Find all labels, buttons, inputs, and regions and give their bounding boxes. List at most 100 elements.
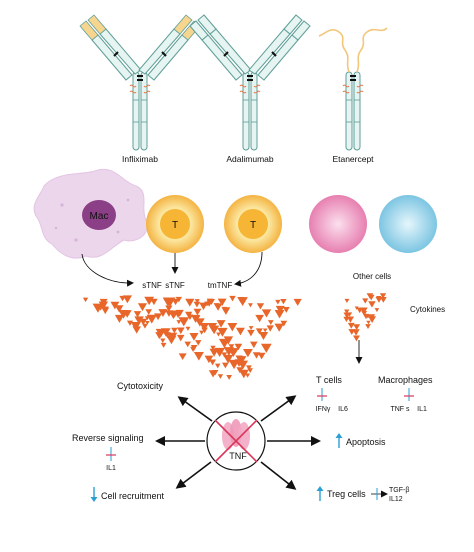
cytokine-triangle xyxy=(82,297,89,303)
cytokine-triangle xyxy=(167,332,178,342)
cytokine-triangle xyxy=(365,324,371,329)
cytokine-triangle xyxy=(178,353,187,361)
cytokine-triangle xyxy=(193,352,204,361)
antibody-heavy-chain xyxy=(345,71,353,151)
cytokine-triangle xyxy=(213,303,223,311)
cytokine-triangle xyxy=(262,328,268,333)
cytokine-triangle xyxy=(134,316,144,325)
tnf-center-label: TNF xyxy=(229,451,247,461)
etanercept-fusion-protein xyxy=(318,27,388,151)
cytokine-triangle xyxy=(258,332,269,340)
antibody-heavy-chain xyxy=(250,71,258,151)
cytokine-triangle xyxy=(362,298,369,304)
cytokine-triangle xyxy=(218,338,230,349)
cytokine-triangle xyxy=(210,345,216,351)
other-cytokine-cluster xyxy=(343,293,387,342)
cytokine-triangle xyxy=(280,298,287,305)
cytokine-triangle xyxy=(217,327,228,337)
cytokine-triangle xyxy=(246,365,252,371)
cytokine-triangle xyxy=(238,369,249,379)
cytokine-triangle xyxy=(248,303,253,308)
cytokine-triangle xyxy=(189,332,199,341)
apoptosis-label: Apoptosis xyxy=(346,437,386,447)
t-cells-label: T cells xyxy=(316,375,342,385)
cytokine-triangle xyxy=(142,323,148,329)
cytokine-triangle xyxy=(130,322,141,331)
cytokine-triangle xyxy=(209,359,217,366)
cytokine-triangle xyxy=(233,348,239,354)
cytokine-triangle xyxy=(354,306,359,310)
treg-up-arrow-icon xyxy=(316,486,324,501)
antibody-heavy-chain xyxy=(140,71,148,151)
antibody-heavy-chain xyxy=(242,71,250,151)
cytokine-triangle xyxy=(250,341,258,349)
cytokine-triangle xyxy=(221,362,229,369)
t-cell-2-label: T xyxy=(250,220,256,231)
other-cells-label: Other cells xyxy=(353,272,391,281)
antibody-arm-left xyxy=(91,28,142,81)
cytokine-triangle xyxy=(158,309,168,317)
cytokine-triangle xyxy=(245,373,251,378)
cytokine-triangle xyxy=(274,310,285,319)
cytokine-triangle xyxy=(261,309,272,318)
t-ifng-label: IFNγ xyxy=(316,406,331,413)
cytokine-triangle xyxy=(217,298,227,307)
cytokine-triangle xyxy=(242,348,253,358)
cytokine-triangle xyxy=(176,320,182,325)
cytokine-triangle xyxy=(228,344,235,350)
cytokine-triangle xyxy=(133,311,142,318)
cytokine-triangle xyxy=(209,348,219,357)
t-cell-2 xyxy=(224,195,282,253)
cytokine-triangle xyxy=(293,298,302,306)
cytokine-triangle xyxy=(175,296,183,303)
cytokine-triangle xyxy=(227,322,238,332)
cytokine-triangle xyxy=(171,298,180,306)
cytokine-triangle xyxy=(199,322,210,332)
cytokine-triangle xyxy=(199,330,205,335)
cytokine-triangle xyxy=(234,343,243,351)
cytokine-triangle xyxy=(98,301,109,310)
mac-to-stnf-arrow xyxy=(81,253,134,287)
cytokine-triangle xyxy=(126,320,134,326)
adalimumab-label: Adalimumab xyxy=(226,154,274,164)
cytokine-triangle xyxy=(226,375,233,380)
cytokine-triangle xyxy=(204,355,214,364)
cytokine-triangle xyxy=(168,311,179,320)
reverse-signaling-label: Reverse signaling xyxy=(72,433,144,443)
cytokine-triangle xyxy=(206,301,213,307)
cytokine-triangle xyxy=(375,296,383,303)
treg-to-cytokines-arrow-icon xyxy=(371,488,388,500)
cytokine-triangle xyxy=(353,335,360,342)
hinge-region xyxy=(129,84,151,94)
cell-recruitment-down-arrow-icon xyxy=(90,487,98,502)
t2-to-tmtnf-arrow xyxy=(234,251,263,287)
cytokine-triangle xyxy=(267,320,274,326)
cell-recruitment-label: Cell recruitment xyxy=(101,491,165,501)
tnf-cytokine-cluster xyxy=(82,295,302,380)
cytokine-triangle xyxy=(194,299,200,304)
blue-cell xyxy=(379,195,437,253)
cytokine-triangle xyxy=(199,302,208,310)
cytokine-triangle xyxy=(235,327,245,336)
cytokine-triangle xyxy=(368,316,377,323)
cytokine-triangle xyxy=(185,311,193,318)
cytokines-label: Cytokines xyxy=(410,305,445,314)
cytokine-triangle xyxy=(221,307,231,315)
cytotoxicity-label: Cytotoxicity xyxy=(117,381,164,391)
cytokine-triangle xyxy=(176,334,185,342)
cytokine-triangle xyxy=(343,312,351,319)
cytokine-triangle xyxy=(217,374,224,379)
t-cell-1-label: T xyxy=(172,220,178,231)
cytokine-triangle xyxy=(222,306,227,311)
cytokine-triangle xyxy=(255,314,264,323)
cytokine-triangle xyxy=(256,303,265,310)
cytokine-triangle xyxy=(223,354,234,364)
tnf-receptor-tail xyxy=(318,29,350,73)
cytokine-triangle xyxy=(356,307,363,314)
cytokine-triangle xyxy=(344,309,350,314)
cytokine-triangle xyxy=(275,299,281,305)
cytokine-triangle xyxy=(114,305,124,313)
cytokine-triangle xyxy=(237,297,248,306)
cytokine-triangle xyxy=(366,293,374,299)
